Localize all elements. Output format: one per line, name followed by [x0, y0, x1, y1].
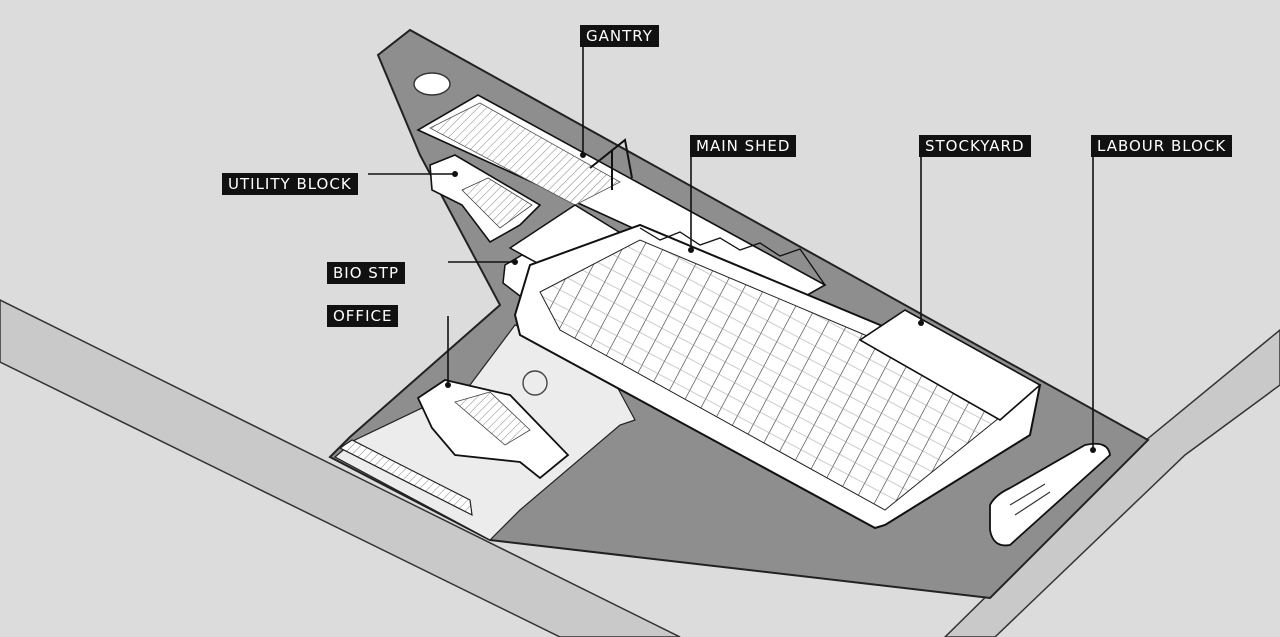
label-gantry: GANTRY — [580, 25, 659, 47]
stockyard-building — [858, 309, 1042, 421]
leader-dot-labour-block — [1090, 447, 1096, 453]
front-boundary-strip — [338, 439, 473, 517]
leader-dot-gantry — [580, 152, 586, 158]
main-shed-sawtooth-edge — [639, 227, 826, 286]
leader-dot-utility-block — [452, 171, 458, 177]
utility-block-roof — [461, 177, 533, 229]
label-labour-block: LABOUR BLOCK — [1091, 135, 1233, 157]
leader-dot-main-shed — [688, 247, 694, 253]
label-office: OFFICE — [327, 305, 399, 327]
label-stockyard: STOCKYARD — [919, 135, 1031, 157]
helipad-marking — [522, 370, 548, 396]
label-main-shed: MAIN SHED — [690, 135, 797, 157]
leader-dot-stockyard — [918, 320, 924, 326]
labour-block-building — [989, 442, 1111, 547]
road-southwest — [0, 299, 681, 637]
label-utility-block: UTILITY BLOCK — [222, 173, 358, 195]
leader-dots — [445, 152, 1096, 453]
leader-lines — [368, 38, 1094, 450]
tank-marking — [413, 72, 451, 96]
gantry-racks — [429, 102, 621, 206]
leader-dot-bio-stp — [512, 259, 518, 265]
labour-block-detail — [1009, 483, 1051, 516]
gantry-crane — [589, 138, 633, 190]
leader-dot-office — [445, 382, 451, 388]
label-bio-stp: BIO STP — [327, 262, 406, 284]
office-roof — [454, 391, 531, 446]
